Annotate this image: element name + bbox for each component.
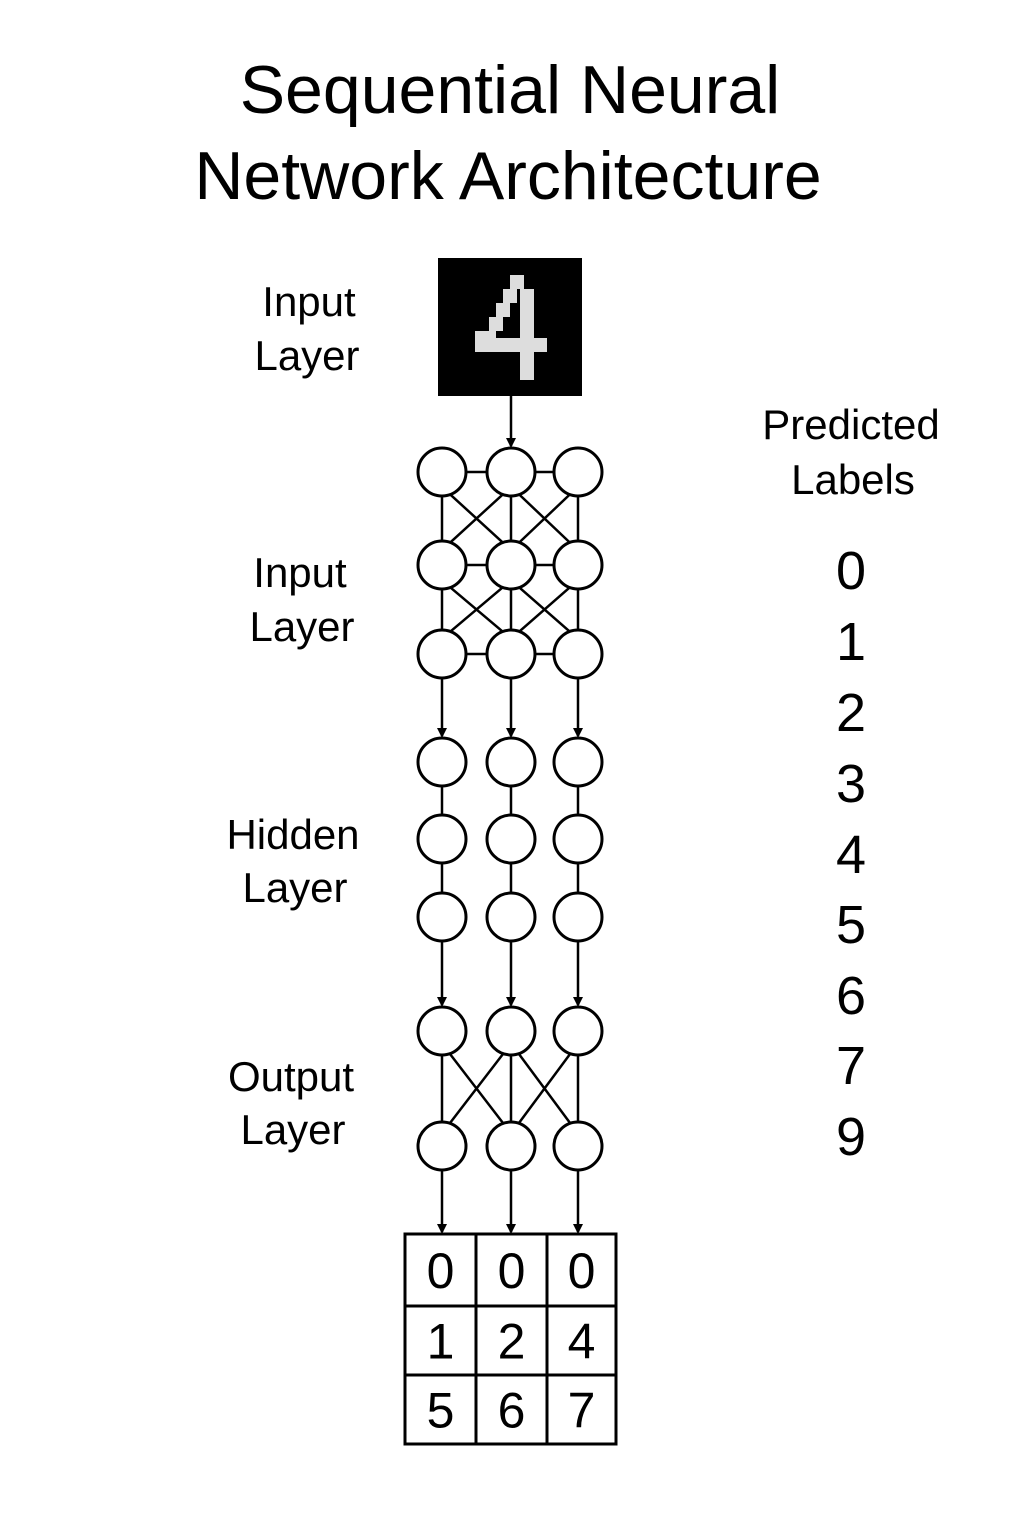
- neuron-node: [552, 1005, 604, 1057]
- input-digit-image: [438, 258, 582, 396]
- neuron-node: [552, 446, 604, 498]
- neuron-node: [416, 891, 468, 943]
- neuron-node: [485, 446, 537, 498]
- layer-label-hidden-line-2: Layer: [242, 864, 347, 911]
- output-grid-cell: 0: [568, 1243, 596, 1299]
- connection-edge: [516, 491, 573, 546]
- diagram-title-line-1: Sequential Neural: [240, 52, 781, 128]
- digit-pixel: [520, 289, 534, 303]
- predicted-label-value: 3: [836, 754, 866, 814]
- digit-pixel: [532, 338, 546, 352]
- digit-pixel: [520, 317, 534, 331]
- layer-label-input-1-line-2: Layer: [254, 332, 359, 379]
- digit-pixel: [520, 331, 534, 345]
- predicted-label-value: 0: [836, 541, 866, 601]
- neuron-node: [416, 1120, 468, 1172]
- layer-label-hidden-line-1: Hidden: [226, 811, 359, 858]
- neuron-node: [416, 446, 468, 498]
- layer-label-input-1: Input Layer: [254, 278, 359, 379]
- digit-pixel: [503, 289, 517, 303]
- neuron-node: [416, 628, 468, 680]
- predicted-labels-panel: Predicted Labels 0 1 2 3 4 5 6 7 9: [762, 401, 939, 1167]
- diagram-title-line-2: Network Architecture: [194, 138, 821, 214]
- layer-arrows: [437, 396, 583, 1234]
- neuron-node: [485, 891, 537, 943]
- layer-label-hidden: Hidden Layer: [226, 811, 359, 911]
- neuron-node: [552, 628, 604, 680]
- mnist-digit-image-icon: [475, 275, 547, 380]
- neuron-node: [552, 1120, 604, 1172]
- output-grid-cell: 2: [498, 1314, 526, 1370]
- predicted-label-value: 6: [836, 966, 866, 1026]
- neuron-node: [485, 1120, 537, 1172]
- connection-edge: [515, 1050, 574, 1127]
- neuron-node: [485, 813, 537, 865]
- output-grid-lines: [403, 1232, 618, 1446]
- output-grid-cell: 5: [427, 1383, 455, 1439]
- predicted-label-value: 9: [836, 1107, 866, 1167]
- output-grid-cell: 0: [427, 1243, 455, 1299]
- layer-label-input-2: Input Layer: [249, 549, 354, 650]
- neuron-node: [416, 813, 468, 865]
- digit-pixel: [520, 366, 534, 380]
- predicted-labels-heading-line-2: Labels: [791, 456, 915, 503]
- output-grid-cell: 0: [498, 1243, 526, 1299]
- neuron-node: [416, 736, 468, 788]
- neuron-node: [485, 736, 537, 788]
- output-grid-border: [403, 1232, 618, 1446]
- connection-edge: [447, 491, 506, 546]
- predicted-label-value: 5: [836, 895, 866, 955]
- predicted-labels-list: 0 1 2 3 4 5 6 7 9: [836, 541, 866, 1167]
- layer-label-output-line-1: Output: [228, 1053, 354, 1100]
- output-grid-cell: 7: [568, 1383, 596, 1439]
- output-grid-cell: 4: [568, 1314, 596, 1370]
- digit-pixel: [520, 303, 534, 317]
- digit-pixel: [496, 303, 510, 317]
- predicted-label-value: 7: [836, 1036, 866, 1096]
- predicted-label-value: 2: [836, 683, 866, 743]
- digit-pixel: [520, 352, 534, 366]
- predicted-label-value: 1: [836, 612, 866, 672]
- predicted-label-value: 4: [836, 825, 866, 885]
- digit-pixel: [510, 275, 524, 289]
- output-grid-cell: 1: [427, 1314, 455, 1370]
- neuron-node: [485, 628, 537, 680]
- network-connections: [440, 470, 580, 1127]
- connection-edge: [447, 1050, 506, 1127]
- connection-edge: [516, 584, 573, 635]
- layer-label-output-line-2: Layer: [240, 1106, 345, 1153]
- digit-pixel: [489, 317, 503, 331]
- output-grid-cell: 6: [498, 1383, 526, 1439]
- neuron-node: [416, 1005, 468, 1057]
- predicted-labels-heading-line-1: Predicted: [762, 401, 939, 448]
- neuron-node: [485, 539, 537, 591]
- neuron-node: [552, 736, 604, 788]
- neuron-node: [485, 1005, 537, 1057]
- neuron-node: [552, 813, 604, 865]
- layer-label-input-2-line-2: Layer: [249, 603, 354, 650]
- connection-edge: [447, 584, 506, 635]
- layer-label-output: Output Layer: [228, 1053, 354, 1153]
- neuron-node: [416, 539, 468, 591]
- neuron-node: [552, 891, 604, 943]
- network-nodes: [416, 446, 604, 1172]
- layer-label-input-2-line-1: Input: [253, 549, 347, 596]
- neuron-node: [552, 539, 604, 591]
- layer-label-input-1-line-1: Input: [262, 278, 356, 325]
